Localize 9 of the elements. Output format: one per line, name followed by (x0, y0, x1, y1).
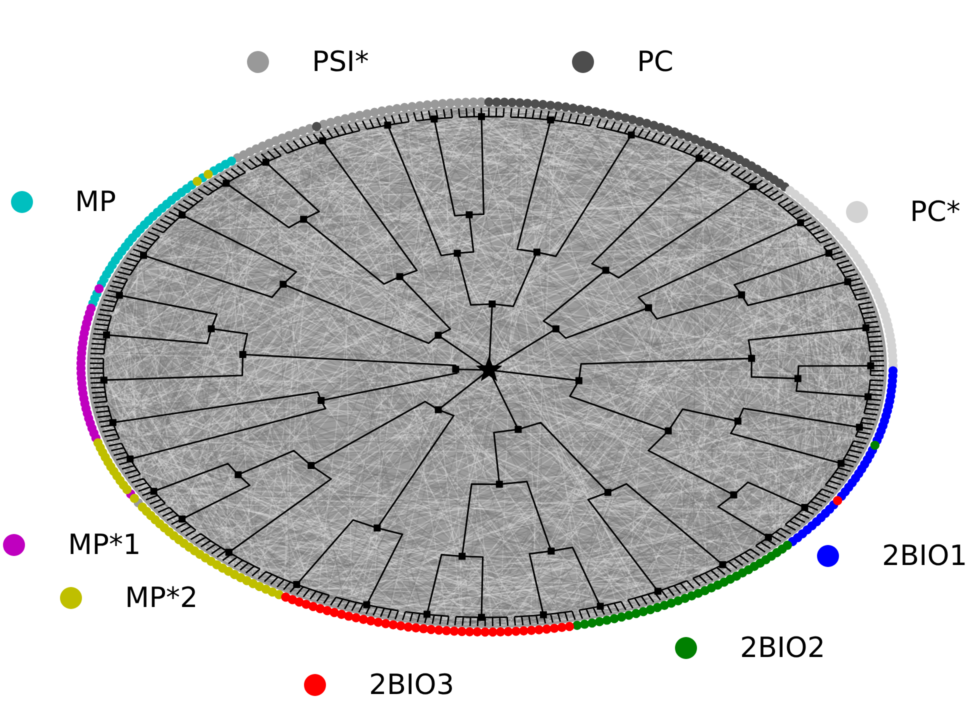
legend-label: 2BIO3 (369, 669, 454, 701)
legend-label: PC (637, 46, 674, 78)
legend-label: MP*1 (68, 529, 141, 561)
legend-label: PC* (910, 196, 960, 228)
legend-label: PSI* (312, 46, 369, 78)
legend-label: 2BIO2 (740, 632, 826, 664)
legend-label: MP*2 (125, 582, 198, 614)
legend-label: MP (75, 186, 116, 218)
legend-label: 2BIO1 (882, 540, 968, 572)
